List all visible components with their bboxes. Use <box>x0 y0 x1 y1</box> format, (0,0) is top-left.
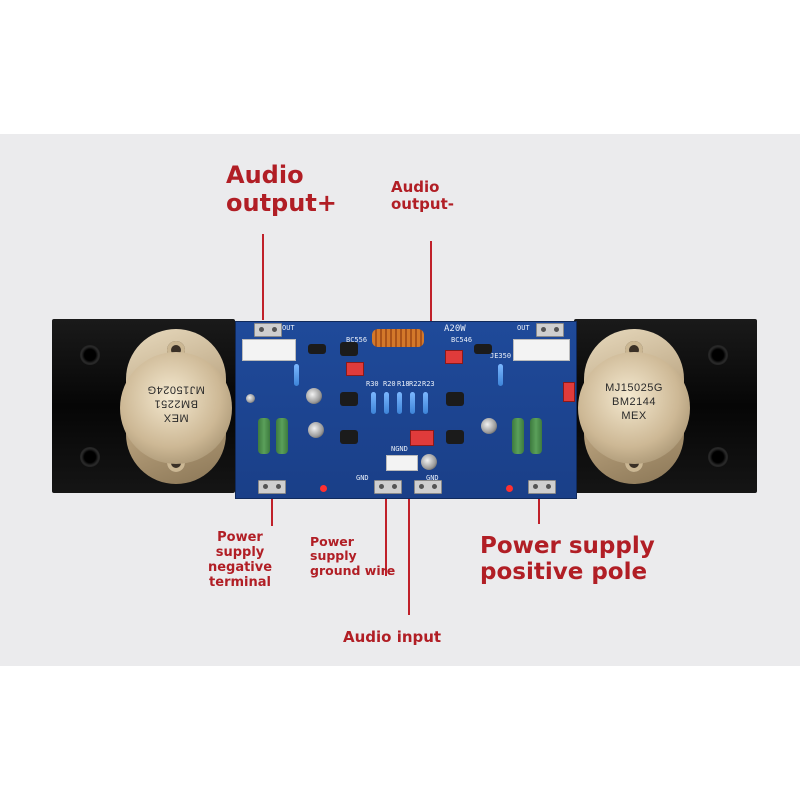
driver-transistor <box>446 392 464 406</box>
capacitor <box>421 454 437 470</box>
r23-label: R23 <box>422 380 435 388</box>
bc556-label: BC556 <box>346 336 368 344</box>
power-resistor <box>512 418 524 454</box>
signal-resistor <box>294 364 299 386</box>
amplifier-pcb: OUT OUT A20W BC556 BC546 JE350 R30 R20 R… <box>235 321 577 499</box>
signal-resistor <box>371 392 376 414</box>
label-power-ground: Power supply ground wire <box>310 534 396 578</box>
input-connector <box>386 455 418 471</box>
gnd-right-label: GND <box>426 474 439 482</box>
right-transistor-can: MJ15025G BM2144 MEX <box>578 352 690 464</box>
mount-hole <box>708 345 728 365</box>
leader-line-negative <box>271 494 273 526</box>
label-power-positive: Power supply positive pole <box>480 533 655 586</box>
driver-transistor <box>308 344 326 354</box>
mount-hole <box>708 447 728 467</box>
signal-resistor <box>423 392 428 414</box>
leader-line-positive <box>538 494 540 524</box>
ngnd-label: NGND <box>391 445 408 453</box>
indicator-led <box>320 485 327 492</box>
capacitor <box>308 422 324 438</box>
left-transistor-can: MEX BM2251 MJ15024G <box>120 352 232 464</box>
label-audio-output-plus: Audio output+ <box>226 161 337 217</box>
capacitor <box>481 418 497 434</box>
negative-terminal <box>258 480 286 494</box>
ground-terminal-right <box>414 480 442 494</box>
left-transistor-marking: MEX BM2251 MJ15024G <box>147 383 205 424</box>
output-plus-terminal <box>254 323 282 337</box>
bc546-label: BC546 <box>451 336 473 344</box>
output-minus-terminal <box>536 323 564 337</box>
mount-hole <box>80 447 100 467</box>
board-title: A20W <box>444 324 466 334</box>
output-resistor <box>242 339 296 361</box>
r20-label: R20 <box>383 380 396 388</box>
signal-resistor <box>397 392 402 414</box>
leader-line-ground <box>385 486 387 576</box>
red-component <box>346 362 364 376</box>
capacitor <box>306 388 322 404</box>
red-component <box>563 382 575 402</box>
right-transistor-marking: MJ15025G BM2144 MEX <box>605 382 663 422</box>
r18-label: R18 <box>397 380 410 388</box>
r30-label: R30 <box>366 380 379 388</box>
driver-transistor <box>474 344 492 354</box>
r22-label: R22 <box>409 380 422 388</box>
red-component <box>445 350 463 364</box>
red-component <box>410 430 434 446</box>
je350-label: JE350 <box>490 352 512 360</box>
label-audio-input: Audio input <box>343 628 442 646</box>
driver-transistor <box>446 430 464 444</box>
positive-terminal <box>528 480 556 494</box>
indicator-led <box>506 485 513 492</box>
ground-terminal-left <box>374 480 402 494</box>
driver-transistor <box>340 392 358 406</box>
driver-transistor <box>340 430 358 444</box>
signal-resistor <box>384 392 389 414</box>
power-resistor <box>276 418 288 454</box>
out-left-label: OUT <box>282 324 295 332</box>
mount-hole <box>80 345 100 365</box>
label-audio-output-minus: Audio output- <box>391 178 454 214</box>
signal-resistor <box>498 364 503 386</box>
gnd-left-label: GND <box>356 474 369 482</box>
signal-resistor <box>410 392 415 414</box>
power-resistor <box>530 418 542 454</box>
output-resistor <box>513 339 570 361</box>
label-power-negative: Power supply negative terminal <box>207 530 273 590</box>
driver-transistor <box>340 342 358 356</box>
out-right-label: OUT <box>517 324 530 332</box>
capacitor <box>246 394 255 403</box>
power-resistor <box>258 418 270 454</box>
leader-line-input <box>408 472 410 615</box>
output-inductor <box>372 329 424 347</box>
leader-line-output-plus <box>262 234 264 320</box>
